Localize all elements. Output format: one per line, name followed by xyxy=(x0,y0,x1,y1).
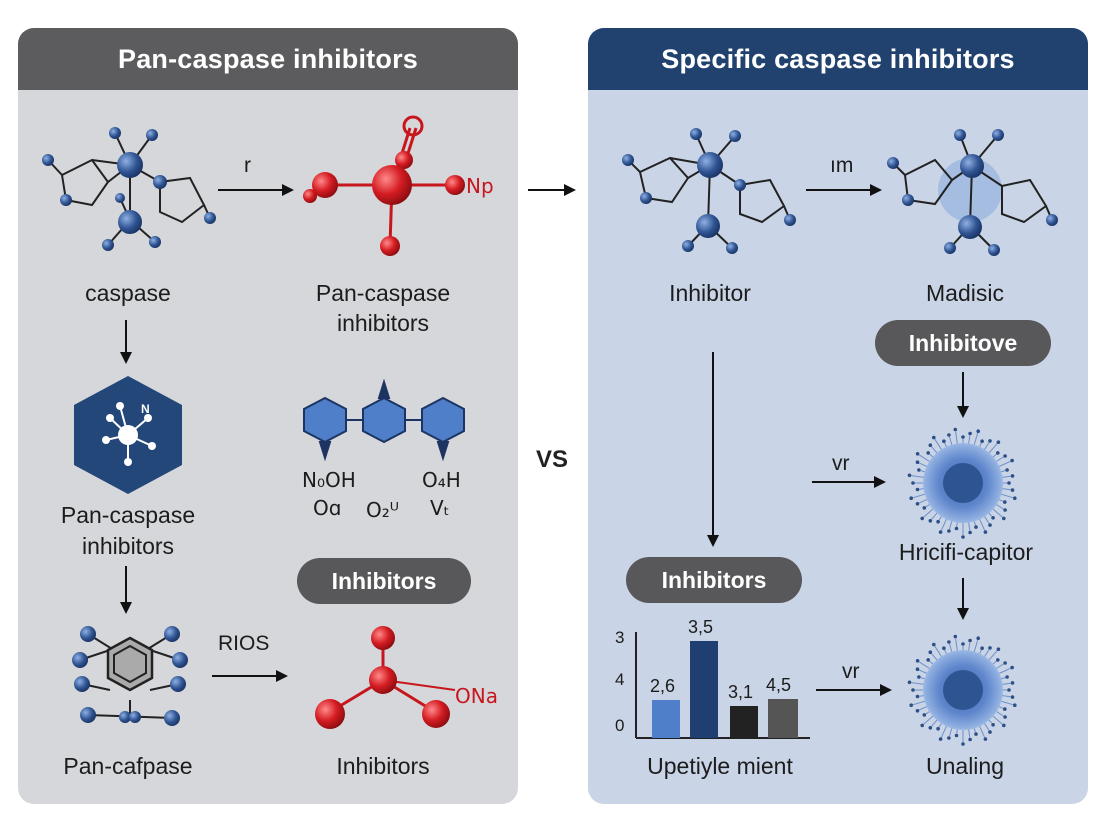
bottom-red-molecule xyxy=(315,626,456,729)
chem-label-n0oh: N₀OH xyxy=(302,468,356,492)
chart-bar-3 xyxy=(730,706,758,738)
chem-label-ona: ONa xyxy=(455,684,498,708)
benzene-molecule xyxy=(72,626,188,726)
madisic-molecule xyxy=(887,129,1058,256)
inhibitors-pill-left: Inhibitors xyxy=(297,558,471,604)
specific-caspase-header: Specific caspase inhibitors xyxy=(588,28,1088,90)
pan-caspase-header: Pan-caspase inhibitors xyxy=(18,28,518,90)
caspase-molecule-atoms xyxy=(42,127,216,251)
pan-caspase-label-mid-1: Pan-caspase xyxy=(60,502,196,528)
pan-caspase-red-molecule xyxy=(303,115,465,256)
hexagon-badge xyxy=(74,376,182,494)
inhibitors-label-bottom: Inhibitors xyxy=(336,753,430,779)
chart-bar-4 xyxy=(768,699,798,738)
pan-caspase-label-top-2: inhibitors xyxy=(336,310,430,336)
chart-value-label-3: 3,1 xyxy=(728,682,754,702)
caspase-label: caspase xyxy=(85,280,171,306)
inhibitove-pill: Inhibitove xyxy=(875,320,1051,366)
inhibitor-label: Inhibitor xyxy=(669,280,751,306)
chart-bar-1 xyxy=(652,700,680,738)
chart-caption: Upetiyle mient xyxy=(647,753,793,779)
chem-label-oa: Oɑ xyxy=(313,496,342,520)
madisic-label: Madisic xyxy=(926,280,1004,306)
inhibitors-pill-right: Inhibitors xyxy=(626,557,802,603)
pan-caspase-label-top-1: Pan-caspase xyxy=(315,280,451,306)
bar-chart xyxy=(635,632,810,739)
chart-value-label-4: 4,5 xyxy=(766,675,792,695)
pan-caspase-label-mid-2: inhibitors xyxy=(81,533,175,559)
hricifi-label: Hricifi-capitor xyxy=(898,539,1034,565)
vs-label: VS xyxy=(536,446,569,473)
cell-bottom xyxy=(907,634,1017,746)
inhibitor-atoms xyxy=(622,128,796,254)
arrow-label-rios: RIOS xyxy=(218,632,270,655)
chem-label-np: Np xyxy=(466,174,494,198)
chart-ytick-3: 0 xyxy=(615,716,625,735)
pan-cafpase-label-bottom: Pan-cafpase xyxy=(63,753,193,779)
arrow-label-top: r xyxy=(244,154,251,177)
chem-label-o2u: O₂ᵁ xyxy=(366,498,399,522)
cell-top xyxy=(907,427,1017,539)
chem-label-vt: Vₜ xyxy=(430,496,450,520)
chart-ytick-1: 3 xyxy=(615,628,625,647)
hexagon-chain xyxy=(303,378,465,462)
chem-label-o4h: O₄H xyxy=(422,468,461,492)
chart-bar-2 xyxy=(690,641,718,738)
arrow-label-im: ım xyxy=(830,154,854,177)
hex-badge-text: N xyxy=(141,402,150,416)
chart-value-label-1: 2,6 xyxy=(650,676,676,696)
arrow-label-vr-mid: vr xyxy=(832,452,850,475)
arrow-label-vr-bottom: vr xyxy=(842,660,860,683)
chart-ytick-2: 4 xyxy=(615,670,625,689)
unaling-label: Unaling xyxy=(926,753,1004,779)
chart-value-label-2: 3,5 xyxy=(688,617,714,637)
